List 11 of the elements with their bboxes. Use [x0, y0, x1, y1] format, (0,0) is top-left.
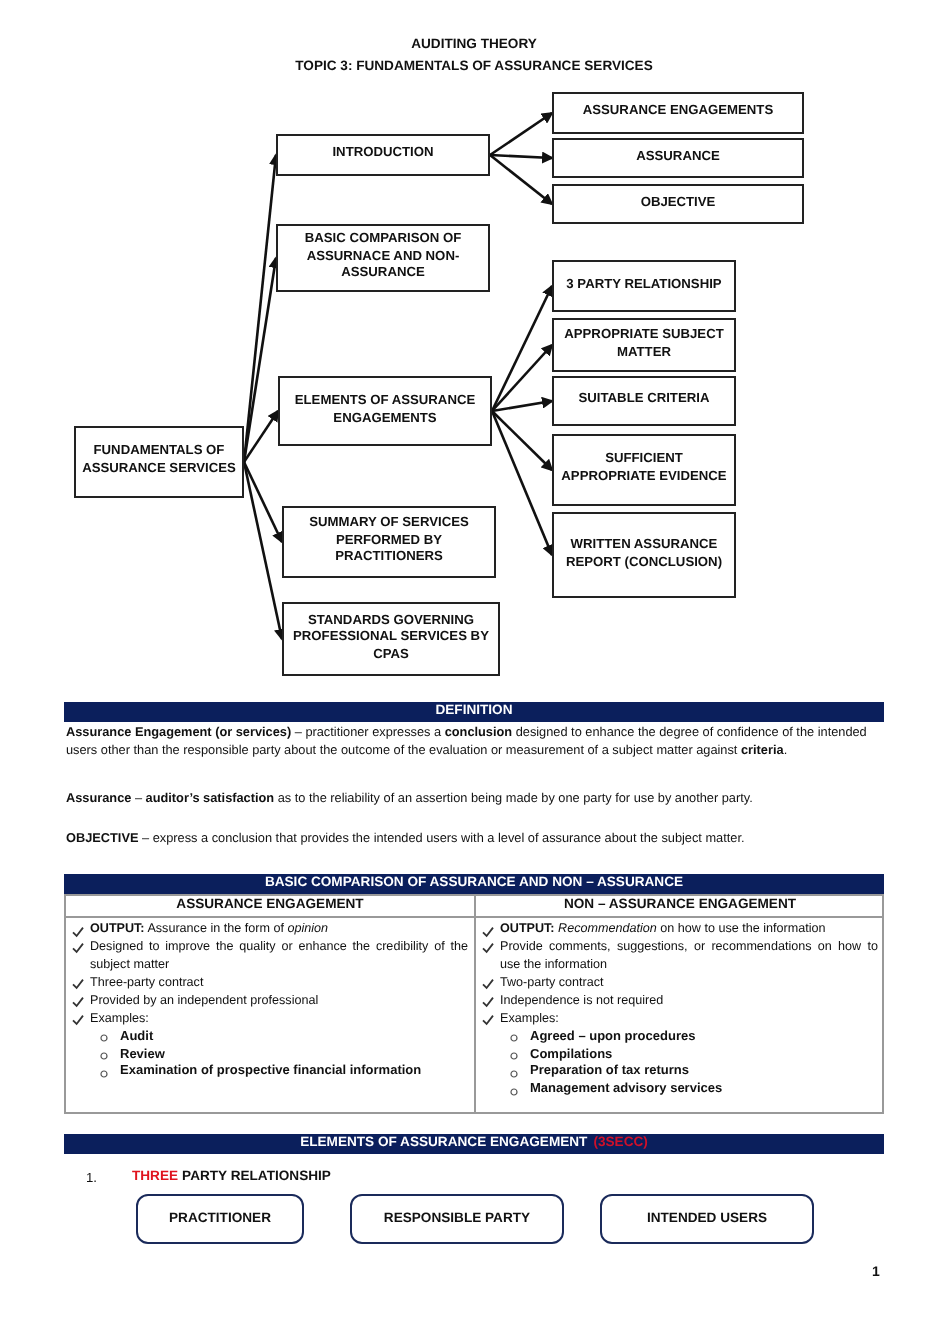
arrow	[491, 343, 554, 412]
arrow	[242, 409, 280, 463]
arrow	[242, 256, 281, 463]
arrow	[489, 111, 554, 157]
arrow	[490, 284, 554, 412]
arrow	[491, 396, 554, 413]
arrow	[491, 410, 554, 472]
arrow	[489, 153, 554, 206]
arrow	[242, 461, 284, 544]
arrow	[490, 410, 554, 557]
arrow	[489, 151, 554, 164]
